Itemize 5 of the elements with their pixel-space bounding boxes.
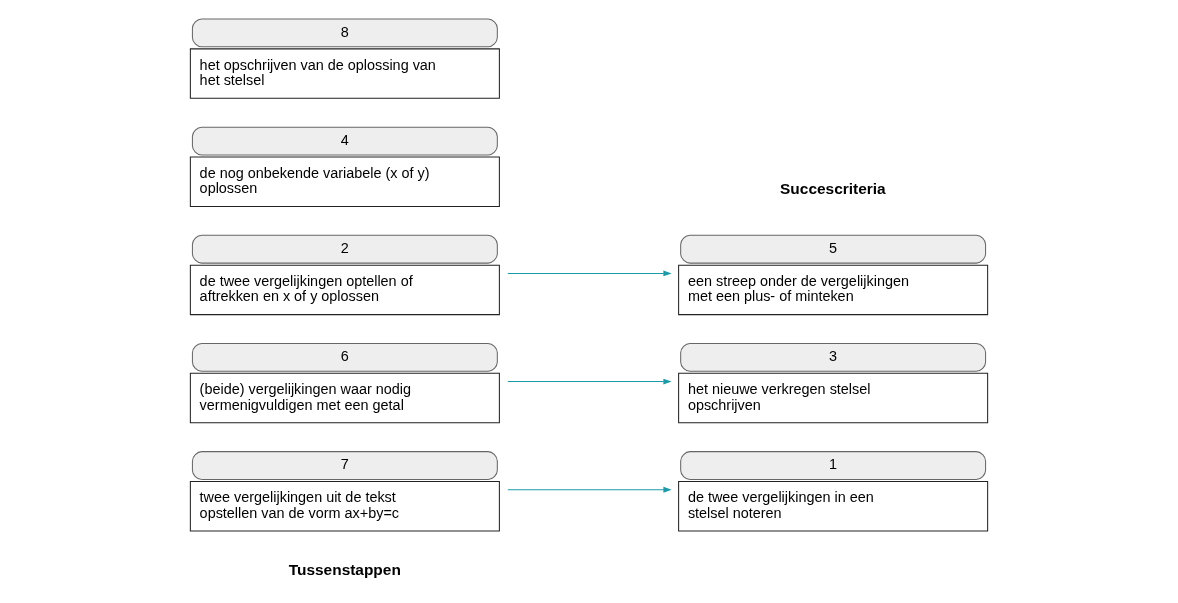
- label: Tussenstappen: [288, 560, 401, 578]
- label: Succescriteria: [780, 179, 886, 197]
- arrow: [507, 270, 672, 277]
- arrow: [507, 486, 672, 493]
- arrow: [507, 378, 672, 385]
